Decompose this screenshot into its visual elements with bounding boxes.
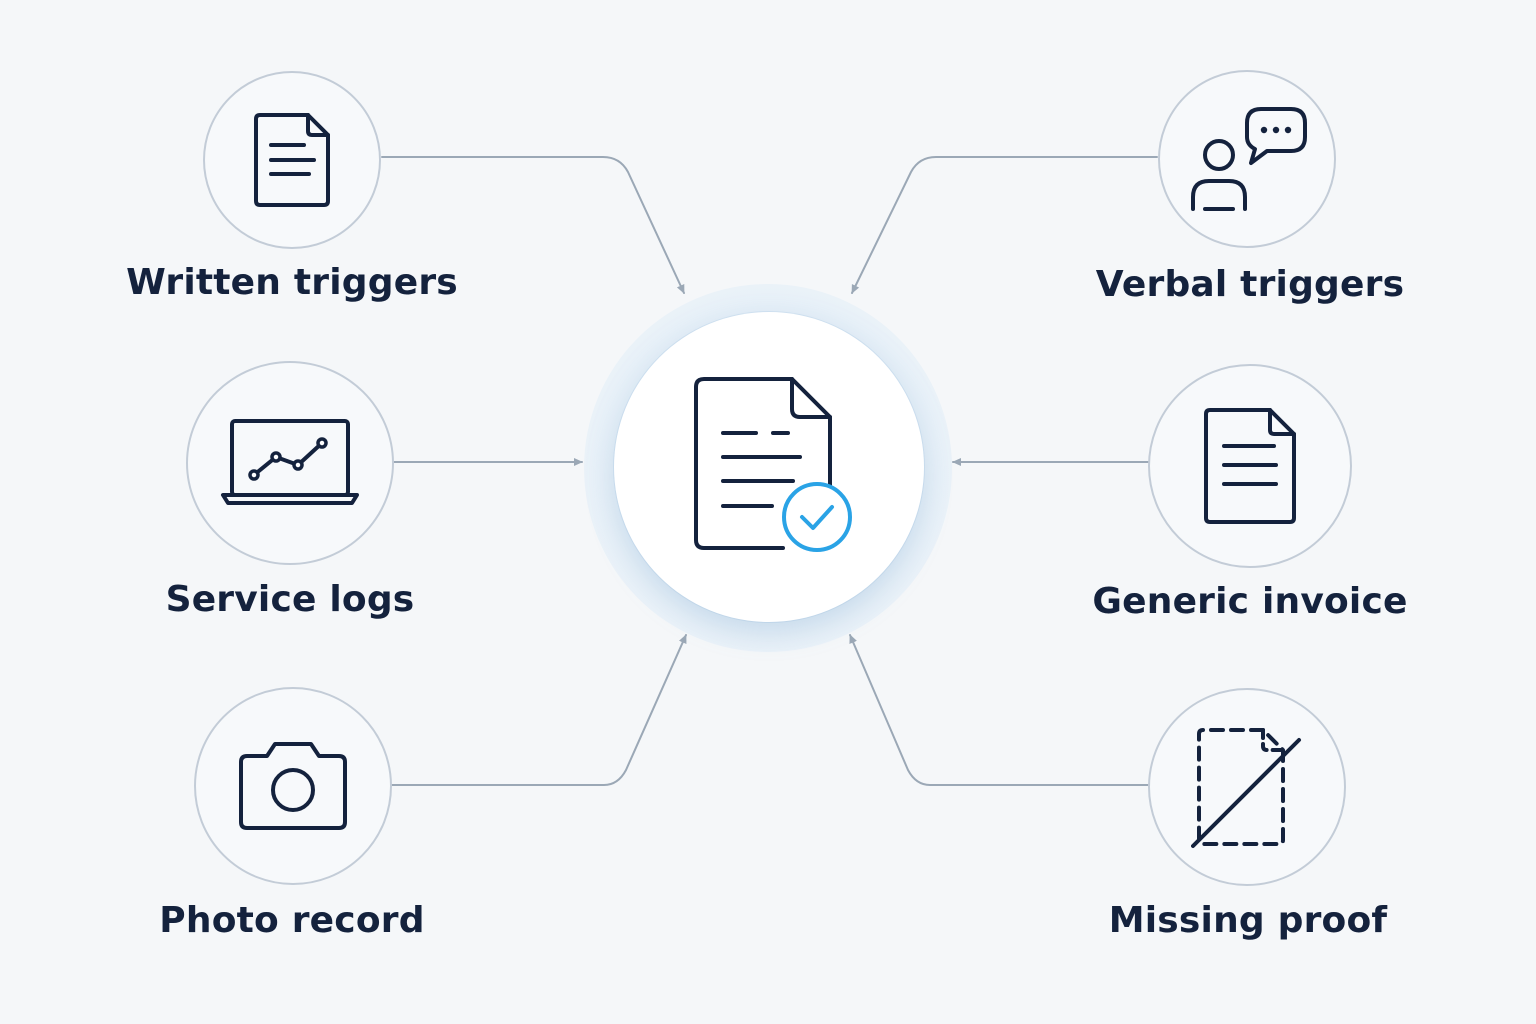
node-verbal-triggers [1158,70,1336,248]
missing-document-icon [1191,724,1303,850]
node-label-service-logs: Service logs [165,579,415,620]
document-check-icon [684,370,854,564]
connector-missing-proof [849,634,1149,786]
node-label-generic-invoice: Generic invoice [1092,581,1408,622]
camera-icon [237,738,349,834]
laptop-chart-icon [220,417,360,509]
node-photo-record [194,687,392,885]
hub-circle [614,312,924,622]
node-missing-proof [1148,688,1346,886]
connector-photo-record [391,634,687,786]
node-label-verbal-triggers: Verbal triggers [1095,264,1405,305]
node-generic-invoice [1148,364,1352,568]
person-speech-icon [1185,105,1309,213]
node-label-photo-record: Photo record [159,900,425,941]
connector-written-triggers [381,156,685,294]
node-written-triggers [203,71,381,249]
document-icon [1202,406,1298,526]
document-icon [252,111,332,209]
node-label-missing-proof: Missing proof [1108,900,1388,941]
connector-verbal-triggers [851,156,1158,294]
node-label-written-triggers: Written triggers [126,262,458,303]
node-service-logs [186,361,394,565]
